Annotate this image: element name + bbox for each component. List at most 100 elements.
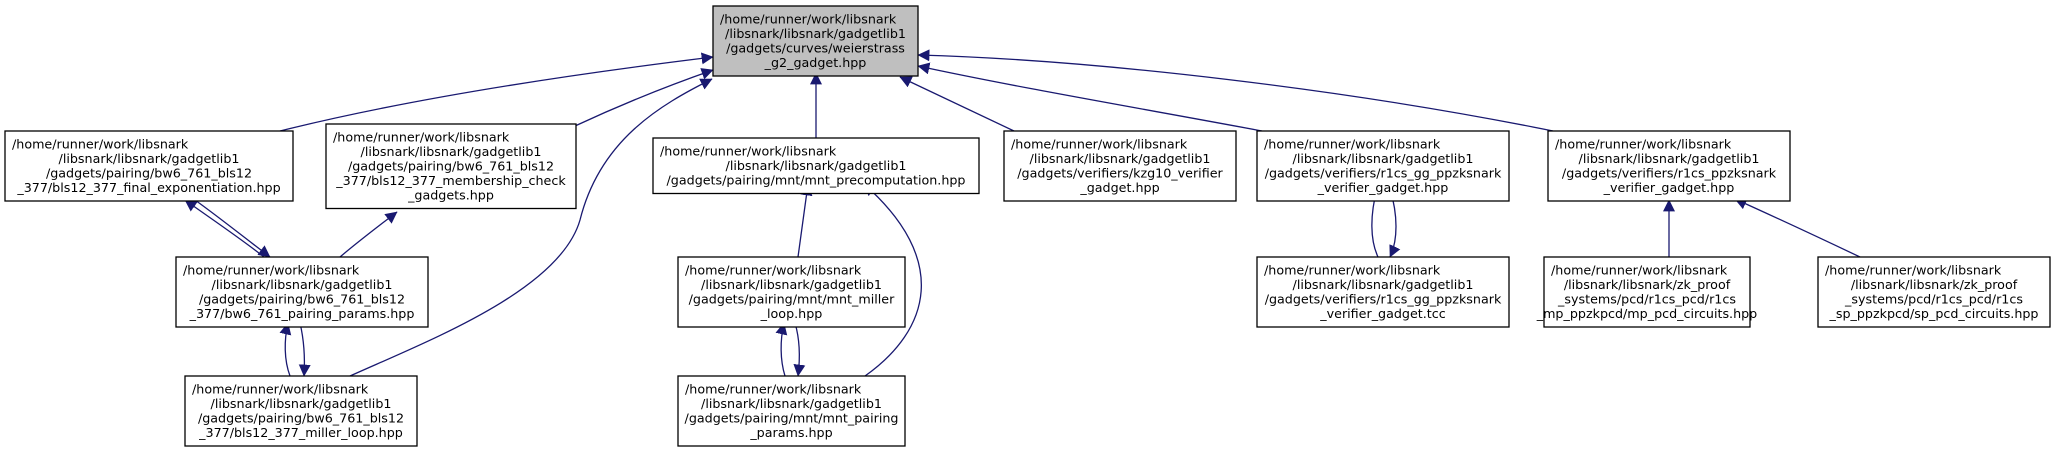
node-mnt-miller[interactable]: /home/runner/work/libsnark/libsnark/libs… xyxy=(677,256,906,328)
edge-arrow xyxy=(863,183,922,377)
node-label-line: /home/runner/work/libsnark xyxy=(12,136,189,151)
node-label-line: /home/runner/work/libsnark xyxy=(1264,136,1441,151)
node-label-line: /home/runner/work/libsnark xyxy=(660,143,837,158)
node-label-line: /home/runner/work/libsnark xyxy=(720,11,897,26)
node-label-line: /libsnark/libsnark/gadgetlib1 xyxy=(725,26,906,41)
edge-arrow xyxy=(574,68,714,127)
edge-arrow xyxy=(349,78,713,377)
node-label-line: _verifier_gadget.tcc xyxy=(1319,306,1445,321)
node-label-line: /libsnark/libsnark/gadgetlib1 xyxy=(1293,151,1474,166)
node-box xyxy=(184,375,418,447)
node-label-line: _gadget.hpp xyxy=(1079,180,1159,195)
node-label-line: /home/runner/work/libsnark xyxy=(192,381,369,396)
node-label-line: /libsnark/libsnark/gadgetlib1 xyxy=(212,277,393,292)
node-label-line: /gadgets/pairing/bw6_761_bls12 xyxy=(46,165,252,180)
node-pairing-params[interactable]: /home/runner/work/libsnark/libsnark/libs… xyxy=(175,256,429,328)
node-gg-tcc[interactable]: /home/runner/work/libsnark/libsnark/libs… xyxy=(1256,256,1510,328)
node-label-line: /home/runner/work/libsnark xyxy=(1551,262,1728,277)
node-box xyxy=(325,123,577,210)
node-label-line: /gadgets/verifiers/r1cs_ppzksnark xyxy=(1562,165,1777,180)
edge-mnt-miller-to-mnt-precomp xyxy=(797,183,813,258)
node-label-line: /gadgets/pairing/mnt/mnt_precomputation.… xyxy=(667,172,966,187)
node-label-line: _loop.hpp xyxy=(760,306,823,321)
node-label-line: _params.hpp xyxy=(749,425,832,440)
node-label-line: /gadgets/verifiers/r1cs_gg_ppzksnark xyxy=(1265,291,1502,306)
node-label-line: _verifier_gadget.hpp xyxy=(1317,180,1449,195)
node-label-line: /libsnark/libsnark/gadgetlib1 xyxy=(361,144,542,159)
node-mnt-pairing[interactable]: /home/runner/work/libsnark/libsnark/libs… xyxy=(677,375,906,447)
edge-membership-to-root xyxy=(574,68,714,127)
edge-layer xyxy=(184,49,1861,377)
node-box xyxy=(4,130,294,202)
node-box xyxy=(1003,130,1237,202)
node-label-line: _377/bls12_377_miller_loop.hpp xyxy=(198,425,403,440)
node-root[interactable]: /home/runner/work/libsnark/libsnark/libs… xyxy=(712,5,919,77)
node-label-line: /libsnark/libsnark/gadgetlib1 xyxy=(211,396,392,411)
node-label-line: /gadgets/pairing/mnt/mnt_miller xyxy=(689,291,895,306)
node-label-line: /libsnark/libsnark/zk_proof xyxy=(1564,277,1731,292)
node-label-line: _systems/pcd/r1cs_pcd/r1cs xyxy=(1844,291,2023,306)
node-label-line: /home/runner/work/libsnark xyxy=(333,129,510,144)
node-label-line: /gadgets/pairing/mnt/mnt_pairing xyxy=(685,410,899,425)
edge-mnt-miller-to-mnt-pairing xyxy=(793,322,806,377)
edge-pairing-params-to-final-exp xyxy=(184,199,265,258)
edge-arrow xyxy=(279,322,292,377)
node-box xyxy=(1256,130,1510,202)
edge-arrow xyxy=(793,322,806,377)
edge-pairing-params-to-miller-loop xyxy=(298,322,311,377)
edge-miller-loop-to-pairing-params xyxy=(279,322,292,377)
node-box xyxy=(175,256,429,328)
node-final-exp[interactable]: /home/runner/work/libsnark/libsnark/libs… xyxy=(4,130,294,202)
node-kzg10[interactable]: /home/runner/work/libsnark/libsnark/libs… xyxy=(1003,130,1237,202)
node-label-line: /home/runner/work/libsnark xyxy=(1555,136,1732,151)
node-ppzk-hpp[interactable]: /home/runner/work/libsnark/libsnark/libs… xyxy=(1547,130,1791,202)
node-label-line: /libsnark/libsnark/gadgetlib1 xyxy=(1579,151,1760,166)
edge-arrow xyxy=(184,199,265,258)
edge-sp-pcd-to-ppzk-hpp xyxy=(1734,198,1861,258)
node-box xyxy=(1817,256,2051,328)
node-label-line: _sp_ppzkpcd/sp_pcd_circuits.hpp xyxy=(1828,306,2038,321)
edge-arrow xyxy=(775,322,788,377)
node-box xyxy=(1256,256,1510,328)
node-label-line: /libsnark/libsnark/gadgetlib1 xyxy=(1293,277,1474,292)
node-label-line: /gadgets/pairing/bw6_761_bls12 xyxy=(348,158,554,173)
edge-miller-loop-to-root xyxy=(349,78,713,377)
node-mnt-precomp[interactable]: /home/runner/work/libsnark/libsnark/libs… xyxy=(652,137,980,195)
node-label-line: /gadgets/pairing/bw6_761_bls12 xyxy=(199,291,405,306)
node-label-line: /gadgets/pairing/bw6_761_bls12 xyxy=(198,410,404,425)
node-label-line: /libsnark/libsnark/gadgetlib1 xyxy=(59,151,240,166)
node-label-line: /libsnark/libsnark/gadgetlib1 xyxy=(1030,151,1211,166)
node-mp-pcd[interactable]: /home/runner/work/libsnark/libsnark/libs… xyxy=(1536,256,1758,328)
node-gg-hpp[interactable]: /home/runner/work/libsnark/libsnark/libs… xyxy=(1256,130,1510,202)
edge-arrow xyxy=(917,62,1263,132)
node-label-line: /gadgets/verifiers/r1cs_gg_ppzksnark xyxy=(1265,165,1502,180)
edge-mnt-pairing-to-mnt-miller xyxy=(775,322,788,377)
node-label-line: _verifier_gadget.hpp xyxy=(1603,180,1735,195)
edge-arrow xyxy=(1734,198,1861,258)
node-label-line: /home/runner/work/libsnark xyxy=(1011,136,1188,151)
edge-arrow xyxy=(917,49,1554,132)
edge-final-exp-to-pairing-params xyxy=(194,199,271,258)
node-sp-pcd[interactable]: /home/runner/work/libsnark/libsnark/libs… xyxy=(1817,256,2051,328)
edge-arrow xyxy=(279,52,714,132)
node-label-line: /home/runner/work/libsnark xyxy=(1825,262,2002,277)
node-label-line: _377/bls12_377_final_exponentiation.hpp xyxy=(16,180,280,195)
node-label-line: /libsnark/libsnark/gadgetlib1 xyxy=(701,277,882,292)
edge-mnt-pairing-to-mnt-precomp xyxy=(863,183,922,377)
node-label-line: /home/runner/work/libsnark xyxy=(1264,262,1441,277)
node-box xyxy=(677,256,906,328)
edge-kzg10-to-root xyxy=(899,76,1015,132)
node-box xyxy=(1543,256,1751,328)
edge-arrow xyxy=(339,211,398,258)
edge-pairing-params-to-membership xyxy=(339,211,398,258)
node-membership[interactable]: /home/runner/work/libsnark/libsnark/libs… xyxy=(325,123,577,210)
edge-gg-hpp-to-root xyxy=(917,62,1263,132)
node-label-line: _gadgets.hpp xyxy=(407,187,494,202)
node-label-line: /home/runner/work/libsnark xyxy=(685,262,862,277)
node-label-line: /libsnark/libsnark/zk_proof xyxy=(1851,277,2018,292)
edge-final-exp-to-root xyxy=(279,52,714,132)
node-label-line: _g2_gadget.hpp xyxy=(764,55,867,70)
edge-ppzk-hpp-to-root xyxy=(917,49,1554,132)
node-miller-loop[interactable]: /home/runner/work/libsnark/libsnark/libs… xyxy=(184,375,418,447)
